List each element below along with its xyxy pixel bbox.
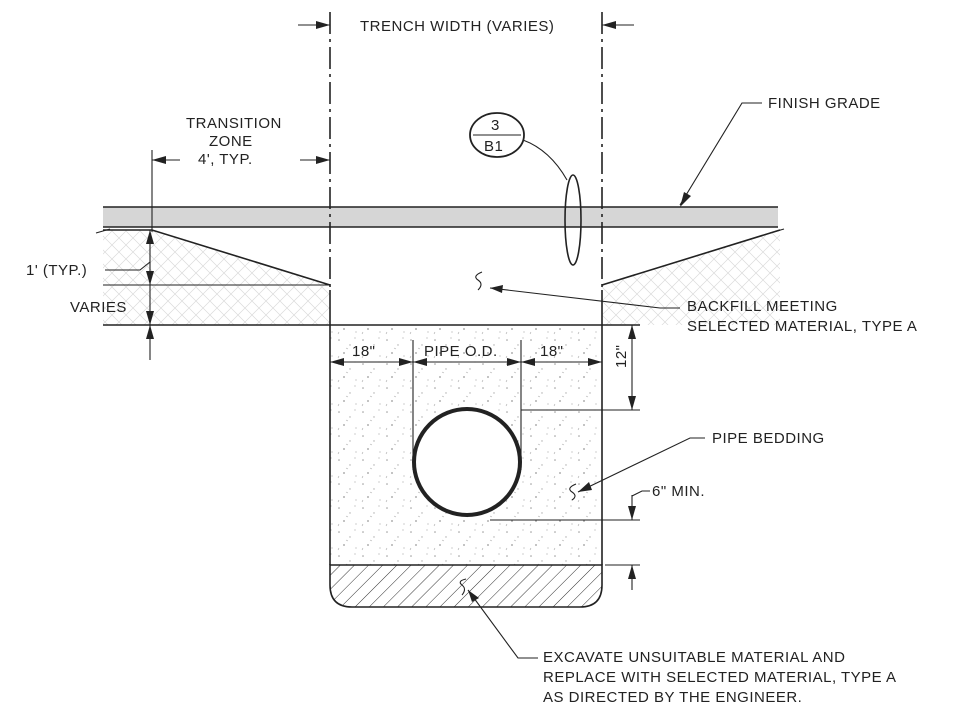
trench-width-label: TRENCH WIDTH (VARIES) — [360, 18, 554, 35]
finish-grade-leader — [679, 102, 762, 207]
cover-12-dimension — [521, 325, 640, 411]
detail-ref-bottom: B1 — [484, 138, 503, 155]
excavate-label-2: REPLACE WITH SELECTED MATERIAL, TYPE A — [543, 669, 897, 686]
excavate-label-1: EXCAVATE UNSUITABLE MATERIAL AND — [543, 649, 845, 666]
pipe-od-label: PIPE O.D. — [424, 343, 498, 360]
excavate-leader — [459, 578, 538, 659]
finish-grade-band — [95, 206, 785, 234]
transition-zone-label-3: 4', TYP. — [198, 151, 253, 168]
six-min-label: 6" MIN. — [652, 483, 705, 500]
native-soil-right — [602, 230, 780, 325]
bedding-6-dimension — [490, 490, 650, 590]
transition-zone-label-2: ZONE — [209, 133, 253, 150]
varies-label: VARIES — [70, 299, 127, 316]
trench-width-dimension — [298, 21, 634, 29]
detail-reference-bubble — [469, 112, 582, 266]
dim-12-label: 12" — [613, 344, 630, 368]
dim-18-left-label: 18" — [352, 343, 376, 360]
excavate-label-3: AS DIRECTED BY THE ENGINEER. — [543, 689, 802, 706]
backfill-label-2: SELECTED MATERIAL, TYPE A — [687, 318, 917, 335]
excavation-replacement — [329, 564, 603, 608]
backfill-label-1: BACKFILL MEETING — [687, 298, 838, 315]
pipe-width-dimensions — [330, 340, 602, 470]
pipe-bedding-leader — [569, 437, 705, 501]
pipe-bedding-zone — [103, 290, 640, 565]
transition-zone-dimension — [151, 150, 330, 232]
pipe — [412, 407, 522, 517]
pipe-bedding-label: PIPE BEDDING — [712, 430, 825, 447]
native-soil-left — [103, 230, 330, 325]
detail-ref-top: 3 — [491, 117, 500, 134]
dim-18-right-label: 18" — [540, 343, 564, 360]
left-depth-dimensions — [103, 230, 330, 360]
backfill-leader — [475, 271, 680, 309]
finish-grade-label: FINISH GRADE — [768, 95, 881, 112]
transition-zone-label-1: TRANSITION — [186, 115, 282, 132]
one-foot-typ-label: 1' (TYP.) — [26, 262, 87, 279]
